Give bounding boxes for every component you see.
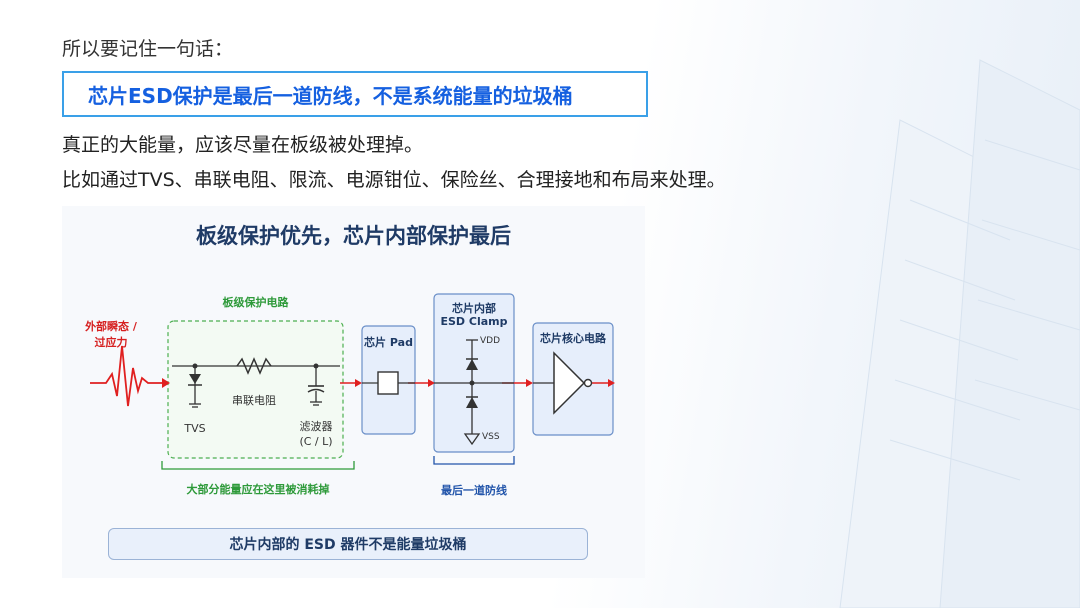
tvs-diode-icon (189, 374, 201, 384)
board-bracket-label: 大部分能量应在这里被消耗掉 (186, 483, 330, 496)
diagram-graphic (90, 293, 615, 470)
vss-label: VSS (482, 432, 500, 442)
resistor-label: 串联电阻 (232, 394, 276, 407)
filter-label-2: (C / L) (299, 435, 333, 448)
bottom-summary-bar: 芯片内部的 ESD 器件不是能量垃圾桶 (108, 528, 588, 560)
input-label-1: 外部瞬态 / (85, 320, 137, 333)
intro-text: 所以要记住一句话： (62, 38, 234, 60)
diagram-title: 板级保护优先，芯片内部保护最后 (196, 224, 511, 248)
filter-label-1: 滤波器 (299, 420, 333, 433)
clamp-label-2: ESD Clamp (440, 315, 508, 328)
clamp-bracket (433, 456, 515, 465)
board-protection-box (167, 320, 344, 459)
tvs-label: TVS (184, 422, 206, 435)
clamp-diode-upper-icon (466, 359, 478, 370)
ground-icon (463, 433, 481, 446)
input-label-2: 过应力 (94, 336, 128, 349)
core-label: 芯片核心电路 (540, 332, 606, 345)
board-bracket (161, 461, 355, 470)
board-box-label: 板级保护电路 (222, 296, 289, 309)
bottom-summary-text: 芯片内部的 ESD 器件不是能量垃圾桶 (229, 537, 467, 553)
clamp-label-1: 芯片内部 (452, 302, 496, 315)
background-building-graphic (839, 59, 1080, 608)
esd-clamp-box (433, 293, 515, 453)
pad-icon (377, 371, 399, 395)
transient-waveform (90, 345, 162, 407)
callout-text: 芯片ESD保护是最后一道防线，不是系统能量的垃圾桶 (88, 83, 573, 108)
clamp-bracket-label: 最后一道防线 (441, 484, 507, 497)
vdd-label: VDD (480, 336, 501, 346)
pad-label: 芯片 Pad (364, 336, 413, 349)
resistor-icon (236, 357, 272, 375)
body-line-2: 比如通过TVS、串联电阻、限流、电源钳位、保险丝、合理接地和布局来处理。 (62, 169, 726, 191)
clamp-diode-lower-icon (466, 397, 478, 408)
protection-diagram: 板级保护优先，芯片内部保护最后 外部瞬态 / 过应力 板级保护电路 TVS 串联… (62, 206, 645, 578)
body-line-1: 真正的大能量，应该尽量在板级被处理掉。 (62, 134, 424, 156)
key-callout-box: 芯片ESD保护是最后一道防线，不是系统能量的垃圾桶 (62, 71, 648, 117)
